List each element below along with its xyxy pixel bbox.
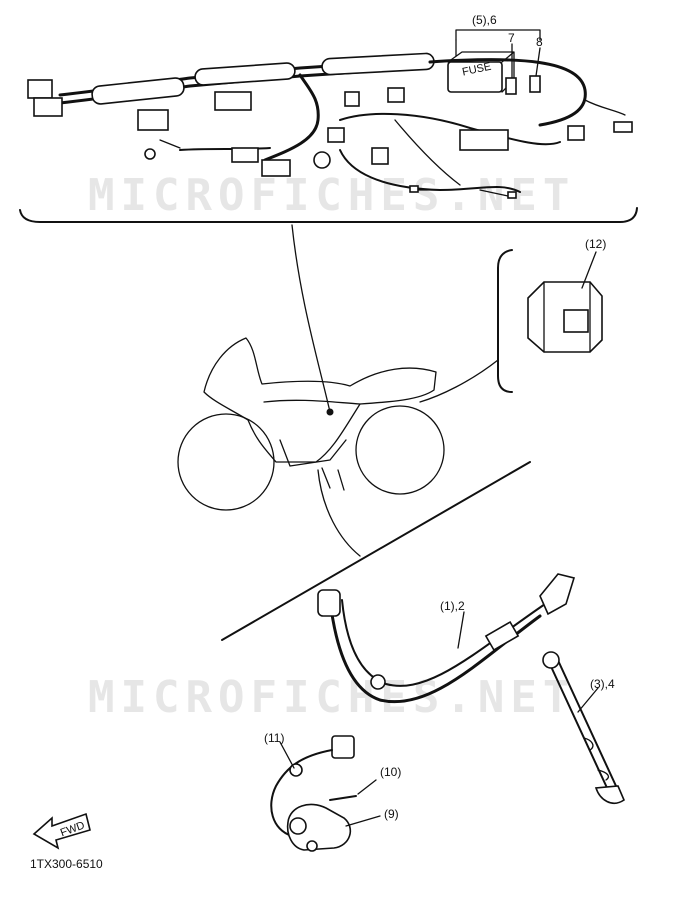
harness-branch-left <box>263 73 320 162</box>
connector-left-a <box>137 109 169 131</box>
harness-lead-left <box>179 147 271 151</box>
sidestand-hooks <box>583 737 610 781</box>
sub-harness: (1),2 <box>317 573 576 704</box>
connector-left-b <box>214 91 252 111</box>
sub-harness-grommet <box>370 674 386 690</box>
connector-end-left <box>27 79 53 99</box>
fuse-box-body <box>447 61 503 93</box>
fuse-8 <box>529 75 541 93</box>
connector-center-round <box>313 151 331 169</box>
fuse-callout-leaders <box>455 39 541 79</box>
callout-fuse-box: (5),6 <box>472 13 497 27</box>
callout-sidestand: (3),4 <box>590 677 615 691</box>
leader-harness-to-bike <box>291 224 331 413</box>
fuse-callout-bracket <box>455 29 541 41</box>
harness-lead-right <box>584 99 626 116</box>
callout-sub-harness: (1),2 <box>440 599 465 613</box>
switch-sensor-body <box>286 803 352 851</box>
sidestand-switch-assembly: (11) (10) (9) <box>264 731 401 852</box>
lower-group-divider <box>221 461 531 641</box>
connector-center-a <box>327 127 345 143</box>
leader-relay-to-bike <box>419 359 499 403</box>
switch-cable <box>270 749 333 837</box>
connector-left-lead <box>159 139 181 149</box>
relay-leader <box>581 251 597 289</box>
leader-bike-to-harness <box>317 469 361 557</box>
sub-harness-connector-left <box>317 589 341 617</box>
harness-loop-upper <box>339 112 561 146</box>
rear-wheel <box>355 405 445 495</box>
watermark-bottom: MICROFICHES.NET <box>88 672 575 723</box>
motorcycle-outline <box>177 224 499 557</box>
harness-sleeve-left <box>91 77 185 105</box>
switch-clip-leader <box>279 741 295 769</box>
callout-relay: (12) <box>585 237 606 251</box>
callout-sensor: (9) <box>384 807 399 821</box>
fuse-box: FUSE <box>447 51 515 93</box>
sub-harness-cable <box>328 598 542 704</box>
bike-engine-line <box>279 439 347 467</box>
harness-sleeve-right <box>321 52 435 76</box>
sidestand-bar <box>547 655 617 791</box>
sidestand-top-eye <box>542 651 560 669</box>
connector-left-bullet <box>144 148 156 160</box>
harness-group-bracket <box>19 207 638 223</box>
sidestand-leader <box>577 687 599 713</box>
callout-7: 7 <box>508 31 515 45</box>
connector-right-b <box>567 125 585 141</box>
forward-arrow: FWD <box>32 812 91 850</box>
bike-sidestand-mark <box>321 467 345 491</box>
harness-location-dot <box>326 408 334 416</box>
sensor-leader <box>345 815 381 827</box>
connector-left-d <box>261 159 291 177</box>
connector-end-left-b <box>33 97 63 117</box>
connector-bullet-a <box>409 185 419 193</box>
front-wheel <box>177 413 275 511</box>
connector-center-e <box>459 129 509 151</box>
bike-body <box>203 337 437 463</box>
connector-center-d <box>371 147 389 165</box>
bike-tank-line <box>263 399 361 405</box>
harness-sleeve-mid <box>194 62 296 86</box>
relay-socket <box>563 309 589 333</box>
bolt-leader <box>357 779 377 795</box>
sidestand-bracket: (3),4 <box>542 651 625 804</box>
watermark-top: MICROFICHES.NET <box>88 170 575 221</box>
sidestand-foot <box>594 785 625 804</box>
connector-bullet-b <box>507 191 517 199</box>
switch-connector <box>331 735 355 759</box>
callout-bolt: (10) <box>380 765 401 779</box>
fuse-7 <box>505 77 517 95</box>
relay-edges <box>543 281 591 353</box>
connector-right-small <box>613 121 633 133</box>
switch-sensor-screw <box>306 840 318 852</box>
connector-center-b <box>344 91 360 107</box>
harness-branch-right <box>428 58 587 127</box>
cable-clip <box>289 763 303 777</box>
harness-lead-center <box>394 119 461 186</box>
connector-center-c <box>387 87 405 103</box>
callout-8: 8 <box>536 35 543 49</box>
sub-harness-clamp-right <box>539 573 576 616</box>
fuse-box-label: FUSE <box>461 61 492 79</box>
connector-left-c <box>231 147 259 163</box>
relay-bracket <box>497 249 513 393</box>
relay-assembly: (12) <box>497 237 606 393</box>
switch-sensor-plunger <box>289 817 307 835</box>
forward-arrow-icon <box>32 812 91 850</box>
switch-bolt <box>329 795 357 801</box>
drawing-number: 1TX300-6510 <box>30 857 103 871</box>
sub-harness-sleeve <box>484 620 520 652</box>
sub-harness-leader <box>457 611 465 649</box>
callout-switch: (11) <box>264 731 284 745</box>
main-wire-harness: FUSE (5),6 7 8 <box>19 13 638 223</box>
